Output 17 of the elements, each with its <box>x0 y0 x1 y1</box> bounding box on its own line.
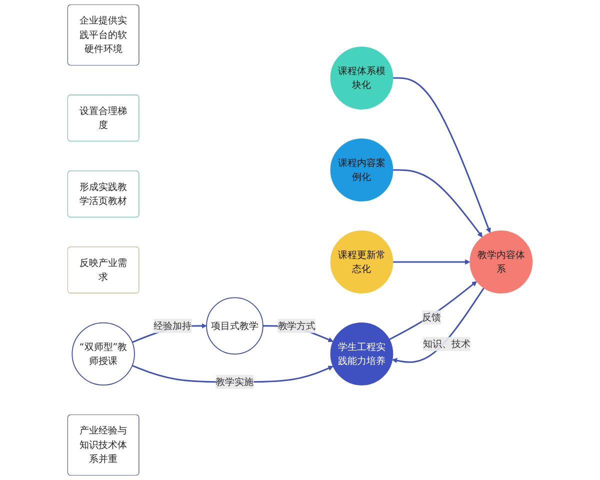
edge-label: 反馈 <box>422 311 441 323</box>
edge-label: 教学实施 <box>216 376 254 388</box>
arrow <box>392 77 491 234</box>
edge-label: 知识、技术 <box>422 338 470 350</box>
node-circle: 学生工程实践能力培养 <box>330 322 394 386</box>
edge-label: 经验加持 <box>154 320 192 332</box>
edge-label: 教学方式 <box>278 320 316 332</box>
node-circle: 课程体系模块化 <box>330 46 394 110</box>
arrow <box>392 288 485 364</box>
node-circle: 项目式教学 <box>206 297 264 354</box>
arrow <box>392 169 483 238</box>
arrow <box>392 259 470 265</box>
arrow <box>388 281 477 340</box>
node-circle: 课程内容案例化 <box>330 138 394 202</box>
node-circle: “双师型”教师授课 <box>72 322 135 386</box>
node-circle: 课程更新常态化 <box>330 230 394 294</box>
node-circle: 教学内容体系 <box>470 230 533 294</box>
